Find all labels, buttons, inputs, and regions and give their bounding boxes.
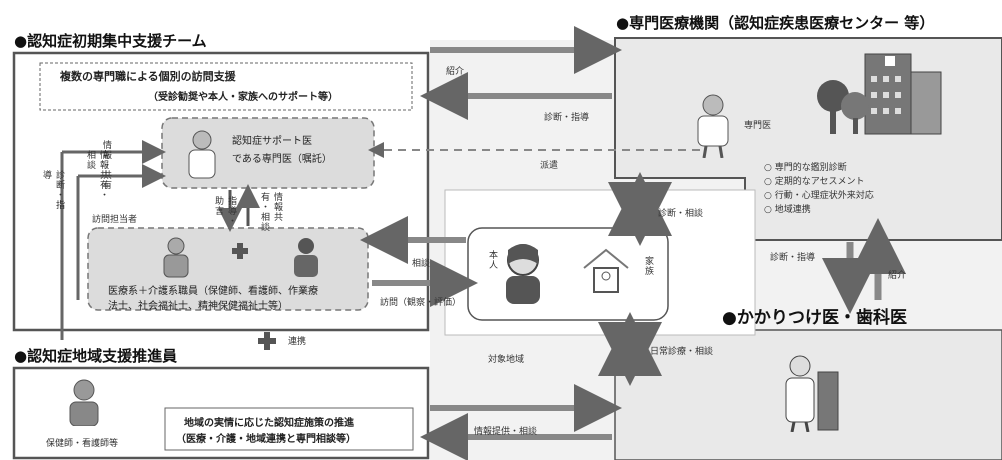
promoter-person-icon: [64, 378, 104, 427]
promoter-text-2: （医療・介護・地域連携と専門相談等）: [176, 434, 356, 445]
patient-person-icon: [498, 242, 548, 304]
consult-vertical: 情報共有・相談: [259, 192, 282, 232]
referral-arrow-label: 紹介: [446, 67, 465, 77]
link-label: 連携: [288, 337, 307, 347]
medical-item: ○ 専門的な鑑別診断: [764, 163, 847, 173]
medical-diag-label: 診断・指導: [770, 253, 816, 263]
consult-label: 相談: [412, 259, 431, 269]
diag-guidance-arrow-label: 診断・指導: [544, 113, 590, 123]
medical-item: ○ 定期的なアセスメント: [764, 177, 865, 187]
promoter-text-box: [164, 407, 414, 451]
specialist-doctor-icon: [690, 92, 736, 159]
dispatch-arrow-label: 派遣: [540, 161, 559, 171]
left-vertical-2: 診断・指導: [41, 170, 64, 210]
family-doctor-icon: [780, 352, 840, 433]
medical-title: ●専門医療機関（認知症疾患医療センター 等）: [616, 14, 935, 32]
visit-staff-label: 訪問担当者: [92, 215, 138, 225]
team-title: ●認知症初期集中支援チーム: [14, 32, 207, 50]
staff-person-icon-2: [290, 236, 322, 278]
medical-referral-label: 紹介: [888, 271, 907, 281]
medical-item: ○ 地域連携: [764, 205, 811, 215]
visit-observe-label: 訪問（観察・評価）: [380, 298, 462, 308]
self-label: 本人: [487, 250, 497, 270]
house-icon: [580, 246, 632, 294]
target-area-label: 対象地域: [488, 355, 525, 365]
support-title: 複数の専門職による個別の訪問支援: [60, 70, 236, 83]
diag-consult-arrow-label: 診断・相談: [658, 209, 704, 219]
specialist-label: 専門医: [744, 121, 772, 131]
hospital-building-icon: [815, 48, 945, 140]
staff-text-2: 法士、社会福祉士、精神保健福祉士等）: [108, 301, 288, 312]
info-consult-arrow-label: 情報提供・相談: [474, 427, 538, 437]
guidance-vertical: 指導・助言: [213, 196, 236, 226]
doctor-person-icon: [182, 128, 222, 180]
medical-item: ○ 行動・心理症状外来対応: [764, 191, 874, 201]
left-vertical-1: 情報共有・相談: [85, 150, 108, 200]
family-doctor-title: ●かかりつけ医・歯科医: [722, 308, 908, 328]
daily-care-label: 日常診療・相談: [650, 347, 714, 357]
doctor-label-1: 認知症サポート医: [232, 136, 312, 147]
promoter-person-label: 保健師・看護師等: [46, 439, 119, 449]
staff-text-1: 医療系＋介護系職員（保健師、看護師、作業療: [108, 286, 318, 297]
doctor-label-2: である専門医（嘱託）: [232, 154, 332, 165]
promoter-text-1: 地域の実情に応じた認知症施策の推進: [184, 418, 354, 429]
staff-person-icon: [160, 236, 192, 278]
support-sub: （受診勧奨や本人・家族へのサポート等）: [148, 92, 338, 103]
support-box: [39, 62, 413, 111]
family-label: 家族: [643, 256, 653, 276]
promoter-title: ●認知症地域支援推進員: [14, 347, 178, 365]
info-share-vertical: 情報・共有: [101, 140, 111, 190]
team-outer-box: [12, 51, 430, 332]
